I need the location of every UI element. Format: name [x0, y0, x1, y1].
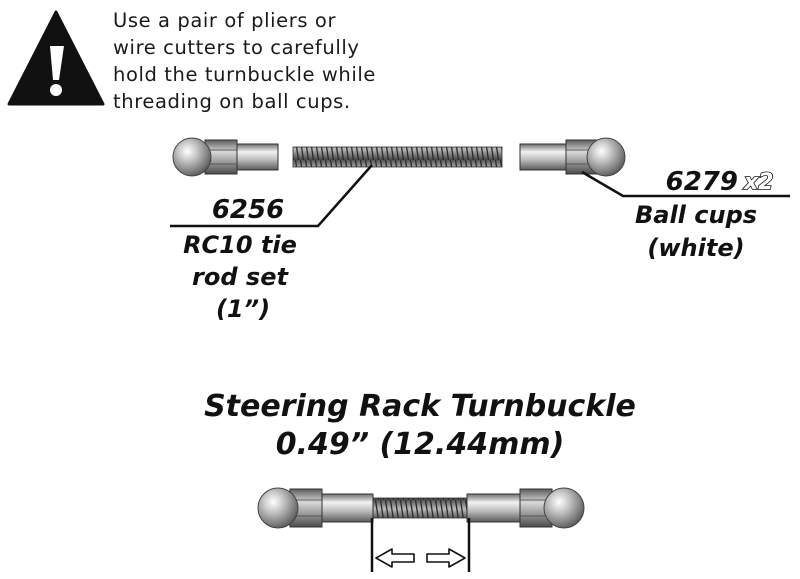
ball-cup-left: [172, 137, 279, 177]
leader-line-tie-rod: [170, 164, 373, 228]
threaded-rod: [292, 146, 503, 168]
part-name-tie-rod: rod set: [192, 263, 289, 291]
warning-line: Use a pair of pliers or: [113, 9, 336, 32]
arrow-right-icon: [426, 548, 466, 568]
warning-line: wire cutters to carefully: [113, 36, 360, 59]
dimension-marker: [370, 518, 471, 572]
leader-line-ball-cups: [581, 170, 790, 198]
assembly-dimension: 0.49” (12.44mm): [276, 427, 565, 462]
ball-cup-right: [519, 137, 626, 177]
arrow-left-icon: [375, 548, 415, 568]
warning-line: hold the turnbuckle while: [113, 63, 376, 86]
part-name-ball-cups: Ball cups: [635, 201, 757, 229]
warning-line: threading on ball cups.: [113, 90, 351, 113]
warning-text: Use a pair of pliers or wire cutters to …: [113, 9, 376, 113]
part-number-ball-cups: 6279: [666, 167, 738, 197]
quantity-badge: x2: [743, 170, 774, 195]
part-number-tie-rod: 6256: [212, 195, 284, 225]
warning-triangle-icon: [7, 10, 105, 106]
assembled-turnbuckle: [257, 487, 585, 529]
part-name-tie-rod: (1”): [216, 295, 270, 323]
part-name-tie-rod: RC10 tie: [183, 231, 297, 259]
part-name-ball-cups: (white): [647, 234, 744, 262]
assembly-title: Steering Rack Turnbuckle: [204, 389, 636, 424]
